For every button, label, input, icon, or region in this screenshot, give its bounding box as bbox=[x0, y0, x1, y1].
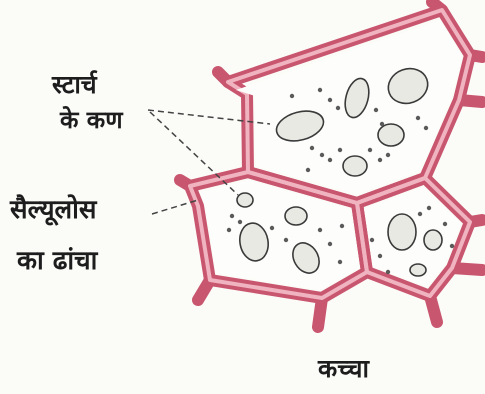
leader-cellulose bbox=[152, 200, 198, 214]
starch-dot bbox=[418, 212, 422, 216]
starch-dot bbox=[270, 226, 274, 230]
diagram-caption: कच्चा bbox=[318, 356, 369, 381]
starch-dot bbox=[374, 108, 378, 112]
starch-grain bbox=[237, 193, 253, 207]
cellulose-label-line2: का ढांचा bbox=[17, 248, 97, 274]
starch-dot bbox=[338, 148, 342, 152]
starch-dot bbox=[328, 98, 332, 102]
cell-walls bbox=[180, 2, 482, 327]
starch-dot bbox=[386, 153, 390, 157]
starch-grain bbox=[343, 156, 367, 176]
starch-dot bbox=[318, 88, 322, 92]
starch-dot bbox=[368, 148, 372, 152]
starch-dot bbox=[450, 244, 454, 248]
starch-dot bbox=[328, 242, 332, 246]
starch-dot bbox=[386, 270, 390, 274]
starch-dot bbox=[290, 94, 294, 98]
cell-lumens bbox=[200, 20, 462, 290]
starch-dot bbox=[380, 122, 384, 126]
starch-grain bbox=[410, 264, 426, 276]
starch-dot bbox=[336, 106, 340, 110]
starch-dot bbox=[443, 222, 447, 226]
starch-dot bbox=[318, 228, 322, 232]
starch-dot bbox=[284, 238, 288, 242]
starch-dot bbox=[378, 254, 382, 258]
starch-dot bbox=[424, 126, 428, 130]
starch-dot bbox=[416, 116, 420, 120]
starch-dot bbox=[328, 158, 332, 162]
starch-dot bbox=[227, 228, 231, 232]
starch-grain bbox=[285, 207, 307, 225]
starch-label-line2: के कण bbox=[60, 108, 123, 132]
cellulose-label-line1: सैल्यूलोस bbox=[10, 197, 96, 223]
starch-dot bbox=[238, 220, 242, 224]
starch-dot bbox=[427, 206, 431, 210]
starch-dot bbox=[338, 260, 342, 264]
starch-dot bbox=[378, 158, 382, 162]
starch-dot bbox=[370, 238, 374, 242]
starch-grain bbox=[388, 214, 416, 250]
starch-dot bbox=[340, 224, 344, 228]
starch-dot bbox=[310, 146, 314, 150]
starch-dot bbox=[306, 168, 310, 172]
starch-dot bbox=[320, 153, 324, 157]
starch-grain bbox=[424, 230, 442, 250]
starch-grain bbox=[378, 124, 404, 146]
starch-label-line1: स्टार्च bbox=[52, 72, 97, 97]
starch-dot bbox=[230, 214, 234, 218]
